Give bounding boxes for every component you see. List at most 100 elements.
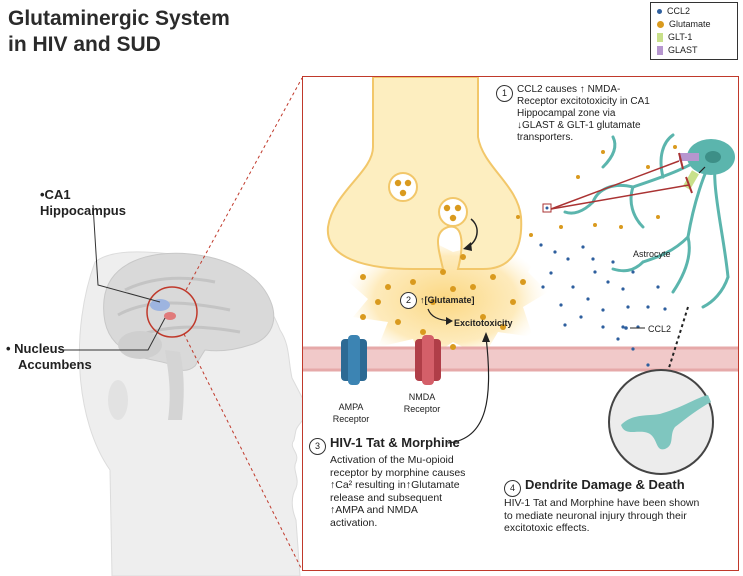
step-1-number: 1 xyxy=(496,85,513,102)
title-line-1: Glutaminergic System xyxy=(8,7,230,30)
molecule-dots xyxy=(360,145,677,367)
step-3-number: 3 xyxy=(309,438,326,455)
cerebellum xyxy=(118,331,162,359)
glutamate-molecule xyxy=(500,324,506,330)
ca1-leader-line xyxy=(92,204,161,303)
postsynaptic-membrane xyxy=(303,347,738,371)
legend-label: Glutamate xyxy=(669,19,711,29)
step-1-line: Receptor excitotoxicity in CA1 xyxy=(517,96,650,107)
na-label-line-2: Accumbens xyxy=(18,357,92,372)
ccl2-molecule xyxy=(621,287,625,291)
ccl2-molecule xyxy=(601,325,605,329)
ccl2-molecule xyxy=(601,308,605,312)
ampa-receptor xyxy=(341,335,367,385)
page-title: Glutaminergic System in HIV and SUD xyxy=(8,6,230,58)
ccl2-molecule xyxy=(631,347,635,351)
legend-label: GLT-1 xyxy=(668,32,693,42)
glutamate-molecule xyxy=(516,215,520,219)
glutamate-molecule xyxy=(410,279,416,285)
ca1-label: •CA1 Hippocampus xyxy=(40,187,126,219)
synapse-illustration xyxy=(303,77,738,475)
ccl2-molecule xyxy=(591,257,595,261)
glutamate-molecule xyxy=(420,329,426,335)
glutamate-molecule xyxy=(404,179,412,187)
ccl2-molecule xyxy=(631,270,635,274)
glutamate-molecule xyxy=(454,204,462,212)
glutamate-molecule xyxy=(450,286,456,292)
glutamate-molecule xyxy=(450,344,456,350)
step-1-line: Hippocampal zone via xyxy=(517,108,616,119)
glutamate-molecule xyxy=(430,299,436,305)
glutamate-molecule xyxy=(619,225,623,229)
step-3-line: Activation of the Mu-opioid xyxy=(330,454,454,466)
astrocyte-nucleus xyxy=(705,151,721,163)
glutamate-molecule xyxy=(394,179,402,187)
step-1-text: CCL2 causes ↑ NMDA- Receptor excitotoxic… xyxy=(517,84,650,144)
synapse-panel: 1 CCL2 causes ↑ NMDA- Receptor excitotox… xyxy=(302,76,739,571)
glutamate-molecule xyxy=(510,299,516,305)
glutamate-molecule xyxy=(449,214,457,222)
ccl2-label: CCL2 xyxy=(648,324,672,334)
ccl2-molecule xyxy=(611,260,615,264)
na-label-line-1: • Nucleus xyxy=(6,341,65,356)
ccl2-molecule xyxy=(593,270,597,274)
glutamate-molecule xyxy=(360,314,366,320)
step-4-line: excitotoxic effects. xyxy=(504,522,590,534)
ccl2-molecule xyxy=(586,297,590,301)
nmda-receptor xyxy=(415,335,441,385)
legend: CCL2 Glutamate GLT-1 GLAST xyxy=(650,2,738,60)
ccl2-molecule xyxy=(581,245,585,249)
ccl2-molecule xyxy=(549,271,553,275)
glutamate-molecule xyxy=(399,189,407,197)
ccl2-molecule xyxy=(571,285,575,289)
ccl2-molecule xyxy=(663,307,667,311)
ccl2-molecule xyxy=(541,285,545,289)
ca1-label-line-2: Hippocampus xyxy=(40,203,126,218)
glutamate-molecule xyxy=(520,279,526,285)
glutamate-molecule xyxy=(443,204,451,212)
glutamate-molecule xyxy=(385,284,391,290)
glutamate-molecule xyxy=(360,274,366,280)
glutamate-molecule xyxy=(395,319,401,325)
ccl2-molecule xyxy=(646,363,650,367)
glutamate-molecule xyxy=(480,314,486,320)
step-3-text: Activation of the Mu-opioid receptor by … xyxy=(330,454,465,529)
nmda-label-line: NMDA xyxy=(408,392,436,402)
nmda-receptor-label: NMDA Receptor xyxy=(400,391,444,415)
hippocampus-region xyxy=(150,299,170,311)
title-line-2: in HIV and SUD xyxy=(8,33,161,56)
ccl2-molecule xyxy=(563,323,567,327)
brainstem xyxy=(165,350,184,420)
ampa-label-line: AMPA xyxy=(338,402,364,412)
accumbens-region xyxy=(164,312,176,320)
ccl2-molecule xyxy=(626,305,630,309)
step-1-line: CCL2 causes ↑ NMDA- xyxy=(517,84,621,95)
morphine-arrow xyxy=(447,336,490,444)
zoom-line-top xyxy=(185,77,303,291)
glast-transporter xyxy=(679,153,699,161)
glutamate-molecule xyxy=(601,150,605,154)
step-4-text: HIV-1 Tat and Morphine have been shown t… xyxy=(504,497,699,535)
inhibition-line xyxy=(550,160,680,210)
step-3-line: activation. xyxy=(330,516,378,529)
glast-rect-icon xyxy=(657,45,663,55)
glutamate-molecule xyxy=(593,223,597,227)
step-4-heading: Dendrite Damage & Death xyxy=(525,477,685,492)
glutamate-molecule xyxy=(440,269,446,275)
legend-item-ccl2: CCL2 xyxy=(657,5,690,17)
ampa-receptor-label: AMPA Receptor xyxy=(331,401,371,425)
glutamate-molecule xyxy=(490,274,496,280)
ear xyxy=(108,380,128,420)
ccl2-molecule xyxy=(616,337,620,341)
inhibition-line xyxy=(550,184,690,210)
step-3-line: receptor by morphine causes xyxy=(330,466,466,479)
legend-label: CCL2 xyxy=(667,6,691,16)
ccl2-molecule xyxy=(566,257,570,261)
zoom-circle xyxy=(146,286,198,338)
vesicle xyxy=(388,172,418,202)
glutamate-molecule xyxy=(646,165,650,169)
legend-item-glast: GLAST xyxy=(657,44,698,56)
step-3-line: ↑Ca² resulting in↑Glutamate xyxy=(330,479,460,491)
glutamate-molecule xyxy=(529,233,533,237)
glutamate-molecule xyxy=(673,145,677,149)
